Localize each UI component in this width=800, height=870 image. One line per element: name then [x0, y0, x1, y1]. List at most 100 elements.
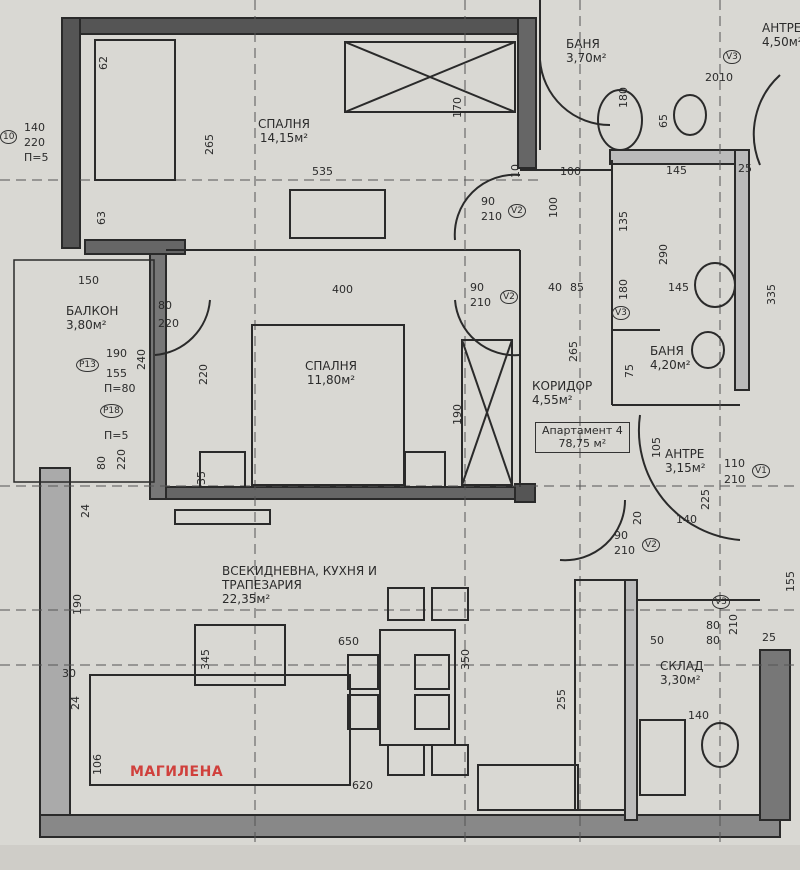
dimension-label: 210	[481, 210, 502, 223]
dimension-label: 80	[706, 634, 720, 647]
dimension-label: 100	[547, 197, 560, 218]
dimension-label: 210	[727, 614, 740, 635]
room-area: 11,80м²	[306, 372, 356, 387]
bed-2	[251, 324, 405, 486]
dimension-label: 24	[69, 696, 82, 710]
room-area: 3,15м²	[665, 460, 706, 475]
dimension-label: 50	[650, 634, 664, 647]
dimension-label: 110	[724, 457, 745, 470]
door-tag: V3	[712, 595, 730, 610]
door-tag: V2	[642, 538, 660, 553]
dimension-label: 145	[668, 281, 689, 294]
dimension-label: 240	[135, 349, 148, 370]
dimension-label: 106	[91, 754, 104, 775]
dimension-label: 220	[158, 317, 179, 330]
wall-storage-west	[624, 579, 638, 821]
dimension-label: 63	[95, 211, 108, 225]
dimension-label: П=80	[104, 382, 136, 395]
wall-balcony-top	[84, 239, 186, 255]
dimension-label: П=5	[104, 429, 129, 442]
wall-west-upper	[61, 17, 81, 249]
room-area: 22,35м²	[222, 591, 271, 606]
dimension-label: 190	[451, 404, 464, 425]
dimension-label: 24	[79, 504, 92, 518]
wall-south	[39, 814, 781, 838]
apartment-name: Апартамент 4	[542, 424, 623, 437]
room-area: 4,55м²	[532, 392, 573, 407]
dimension-label: 225	[699, 489, 712, 510]
room-name: ВСЕКИДНЕВНА, КУХНЯ И ТРАПЕЗАРИЯ	[222, 564, 377, 592]
wardrobe-1	[344, 41, 516, 113]
room-name: АНТРЕ	[762, 21, 800, 35]
dimension-label: 210	[614, 544, 635, 557]
dimension-label: 345	[199, 649, 212, 670]
window-tag: 10	[0, 130, 18, 145]
dimension-label: 400	[332, 283, 353, 296]
kitchen-counter	[574, 579, 626, 811]
dining-table	[379, 629, 456, 746]
dimension-label: 10	[509, 164, 522, 178]
dimension-label: 155	[106, 367, 127, 380]
dimension-label: 25	[738, 162, 752, 175]
dimension-label: 40	[548, 281, 562, 294]
dimension-label: 100	[560, 165, 581, 178]
dimension-label: 650	[338, 635, 359, 648]
desk-1	[289, 189, 386, 239]
dimension-label: 80	[95, 456, 108, 470]
wall-bath-east	[734, 149, 750, 391]
dimension-label: 155	[784, 571, 797, 592]
dimension-label: 105	[650, 437, 663, 458]
dimension-label: 90	[470, 281, 484, 294]
room-name: СПАЛНЯ	[258, 117, 310, 131]
dimension-label: 180	[617, 279, 630, 300]
dimension-label: 190	[71, 594, 84, 615]
watermark-logo: МАГИЛЕНА	[130, 764, 224, 780]
room-name: КОРИДОР	[532, 379, 593, 393]
dimension-label: 180	[617, 87, 630, 108]
room-name: БАНЯ	[566, 37, 600, 51]
room-name: АНТРЕ	[665, 447, 705, 461]
dimension-label: 220	[24, 136, 45, 149]
dimension-label: 265	[203, 134, 216, 155]
dimension-label: 20	[631, 511, 644, 525]
wall-east-lower	[759, 649, 791, 821]
apartment-area: 78,75 м²	[558, 436, 607, 450]
room-area: 4,20м²	[650, 357, 691, 372]
dimension-label: 290	[657, 244, 670, 265]
dimension-label: 80	[706, 619, 720, 632]
dimension-label: 170	[451, 97, 464, 118]
room-area: 14,15м²	[259, 130, 309, 145]
wall-bedroom2-west	[149, 253, 167, 500]
dimension-label: П=5	[24, 151, 49, 164]
wall-north	[79, 17, 536, 35]
room-name: СКЛАД	[660, 659, 704, 673]
dimension-label: 62	[97, 56, 110, 70]
dimension-label: 90	[481, 195, 495, 208]
dimension-label: 65	[657, 114, 670, 128]
dimension-label: 535	[312, 165, 333, 178]
wall-living-north	[165, 486, 522, 500]
dimension-label: 140	[24, 121, 45, 134]
door-tag: V2	[500, 290, 518, 305]
dimension-label: 90	[614, 529, 628, 542]
dimension-label: 85	[570, 281, 584, 294]
room-area: 3,70м²	[566, 50, 607, 65]
room-name: СПАЛНЯ	[305, 359, 357, 373]
dimension-label: 30	[62, 667, 76, 680]
dimension-label: 80	[158, 299, 172, 312]
dimension-label: 210	[470, 296, 491, 309]
window-tag: P18	[100, 404, 123, 419]
cooktop	[477, 764, 579, 811]
wardrobe-2	[461, 339, 513, 486]
room-name: БАНЯ	[650, 344, 684, 358]
